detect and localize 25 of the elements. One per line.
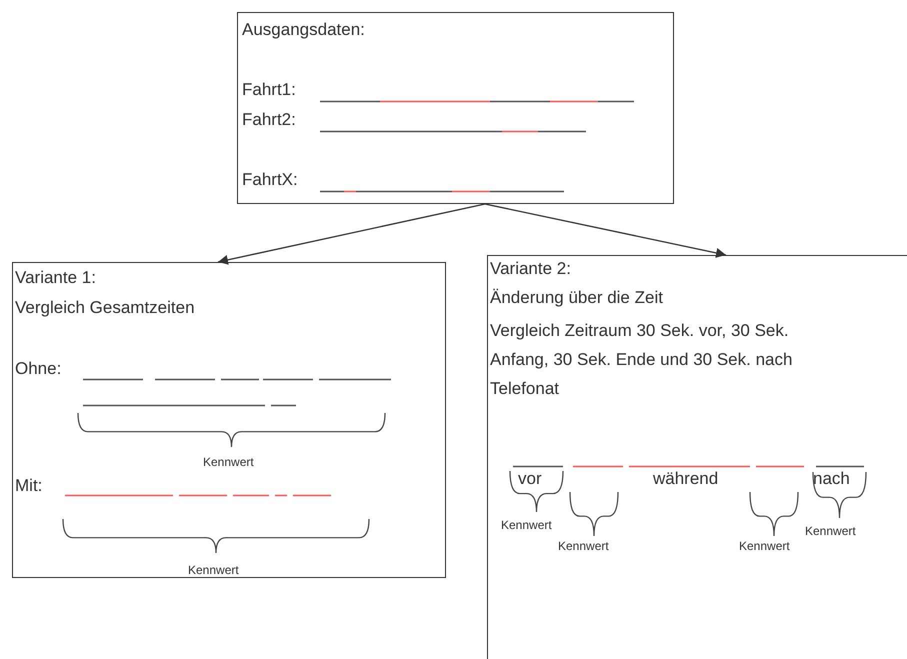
value-label: Kennwert [501, 518, 552, 533]
period-label: vor [518, 468, 542, 490]
arrow [484, 203, 726, 258]
arrow [218, 203, 486, 265]
value-label: Kennwert [203, 455, 254, 470]
value-label: Kennwert [188, 563, 239, 578]
field-label: Ohne: [15, 358, 62, 380]
description-text: Änderung über die Zeit [490, 287, 663, 309]
field-label: FahrtX: [242, 169, 298, 191]
period-label: während [653, 468, 718, 490]
description-text: Vergleich Gesamtzeiten [15, 297, 195, 319]
box-heading: Ausgangsdaten: [242, 19, 365, 41]
value-label: Kennwert [558, 539, 609, 554]
content-box [237, 12, 674, 204]
description-text: Vergleich Zeitraum 30 Sek. vor, 30 Sek. Anfang, 30 Sek. Ende und 30 Sek. nach Telefonat [490, 320, 794, 400]
value-label: Kennwert [739, 539, 790, 554]
field-label: Fahrt2: [242, 109, 296, 131]
content-box [487, 255, 907, 659]
period-label: nach [813, 468, 850, 490]
box-heading: Variante 1: [15, 267, 96, 289]
box-heading: Variante 2: [490, 258, 571, 280]
field-label: Mit: [15, 475, 42, 497]
content-box [12, 262, 446, 578]
value-label: Kennwert [805, 524, 856, 539]
field-label: Fahrt1: [242, 79, 296, 101]
